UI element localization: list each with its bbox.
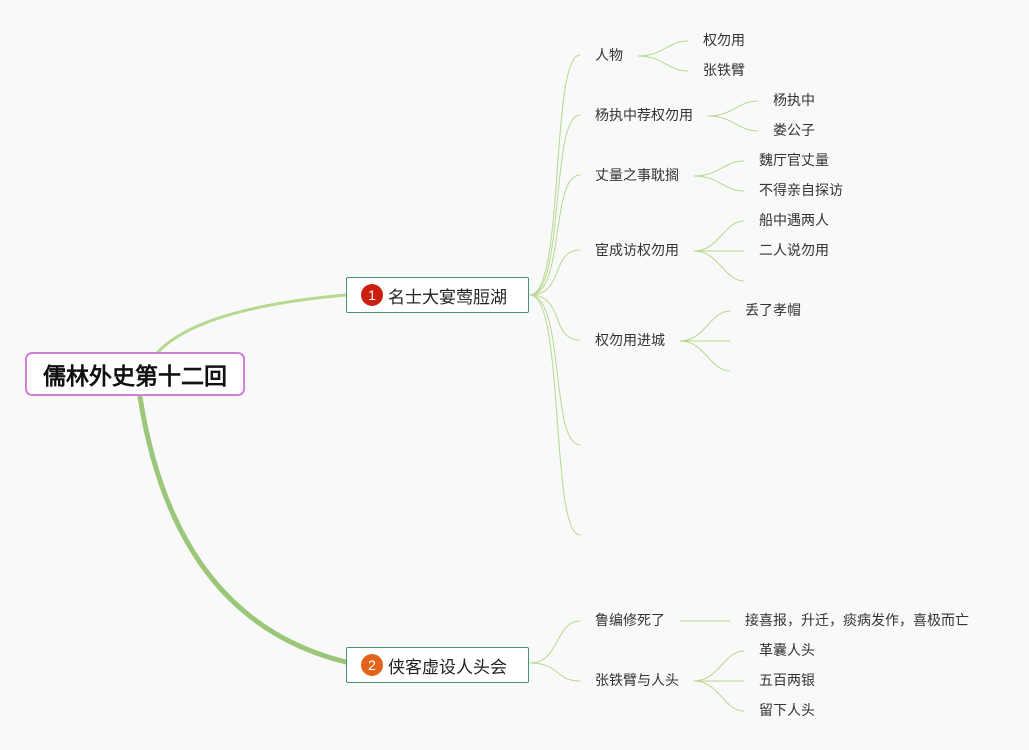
- leaf-yang-zhizhong[interactable]: 杨执中: [773, 93, 815, 109]
- main-topic-1[interactable]: 1 名士大宴莺脰湖: [346, 277, 529, 313]
- connector-zhang-leaf-2: [693, 680, 745, 712]
- leaf-two-talk[interactable]: 二人说勿用: [759, 243, 829, 259]
- number-badge-1-icon: 1: [361, 284, 383, 306]
- leaf-500-taels[interactable]: 五百两银: [759, 673, 815, 689]
- subtopic-people[interactable]: 人物: [595, 48, 623, 64]
- connector-visit-leaf-2: [693, 250, 745, 282]
- subtopic-huancheng-visit[interactable]: 宦成访权勿用: [595, 243, 679, 259]
- connector-main1-sub-2: [529, 174, 581, 296]
- connector-main1-sub-0: [529, 54, 581, 296]
- leaf-leather-bag[interactable]: 革囊人头: [759, 643, 815, 659]
- connector-main2-sub-1: [529, 662, 581, 682]
- leaf-quan-wuyong[interactable]: 权勿用: [703, 33, 745, 49]
- connector-city-leaf-2: [679, 340, 731, 372]
- connector-city-leaf-0: [679, 310, 731, 342]
- leaf-cannot-visit[interactable]: 不得亲自探访: [759, 183, 843, 199]
- subtopic-lu-dies[interactable]: 鲁编修死了: [595, 613, 665, 629]
- root-topic-label: 儒林外史第十二回: [43, 364, 227, 390]
- subtopic-zhang-head[interactable]: 张铁臂与人头: [595, 673, 679, 689]
- leaf-leave-head[interactable]: 留下人头: [759, 703, 815, 719]
- leaf-joy-death[interactable]: 接喜报，升迁，痰病发作，喜极而亡: [745, 613, 969, 629]
- connector-main1-sub-6: [529, 294, 581, 536]
- connector-main1-sub-1: [529, 114, 581, 296]
- connector-survey-leaf-0: [693, 160, 745, 177]
- subtopic-recommend[interactable]: 杨执中荐权勿用: [595, 108, 693, 124]
- connector-main1-sub-5: [529, 294, 581, 446]
- connector-main1-sub-4: [529, 294, 581, 341]
- leaf-meet-two[interactable]: 船中遇两人: [759, 213, 829, 229]
- connector-recommend-leaf-1: [707, 115, 759, 132]
- subtopic-enter-city[interactable]: 权勿用进城: [595, 333, 665, 349]
- connector-main2-sub-0: [529, 620, 581, 664]
- main-topic-1-label: 名士大宴莺脰湖: [388, 287, 507, 308]
- connector-zhang-leaf-0: [693, 650, 745, 682]
- connector-people-leaf-1: [637, 55, 689, 72]
- connector-root-main-2: [137, 394, 349, 665]
- main-topic-2-label: 侠客虚设人头会: [388, 657, 507, 678]
- leaf-lou-gongzi[interactable]: 娄公子: [773, 123, 815, 139]
- connector-root-main-1: [156, 293, 348, 354]
- connector-recommend-leaf-0: [707, 100, 759, 117]
- subtopic-survey-delay[interactable]: 丈量之事耽搁: [595, 168, 679, 184]
- number-badge-2-icon: 2: [361, 654, 383, 676]
- connector-people-leaf-0: [637, 40, 689, 57]
- connector-main1-sub-3: [529, 249, 581, 296]
- leaf-lost-hat[interactable]: 丢了孝帽: [745, 303, 801, 319]
- leaf-zhang-tiebi[interactable]: 张铁臂: [703, 63, 745, 79]
- root-topic[interactable]: 儒林外史第十二回: [25, 352, 245, 396]
- main-topic-2[interactable]: 2 侠客虚设人头会: [346, 647, 529, 683]
- connector-survey-leaf-1: [693, 175, 745, 192]
- connector-visit-leaf-0: [693, 220, 745, 252]
- leaf-wei-survey[interactable]: 魏厅官丈量: [759, 153, 829, 169]
